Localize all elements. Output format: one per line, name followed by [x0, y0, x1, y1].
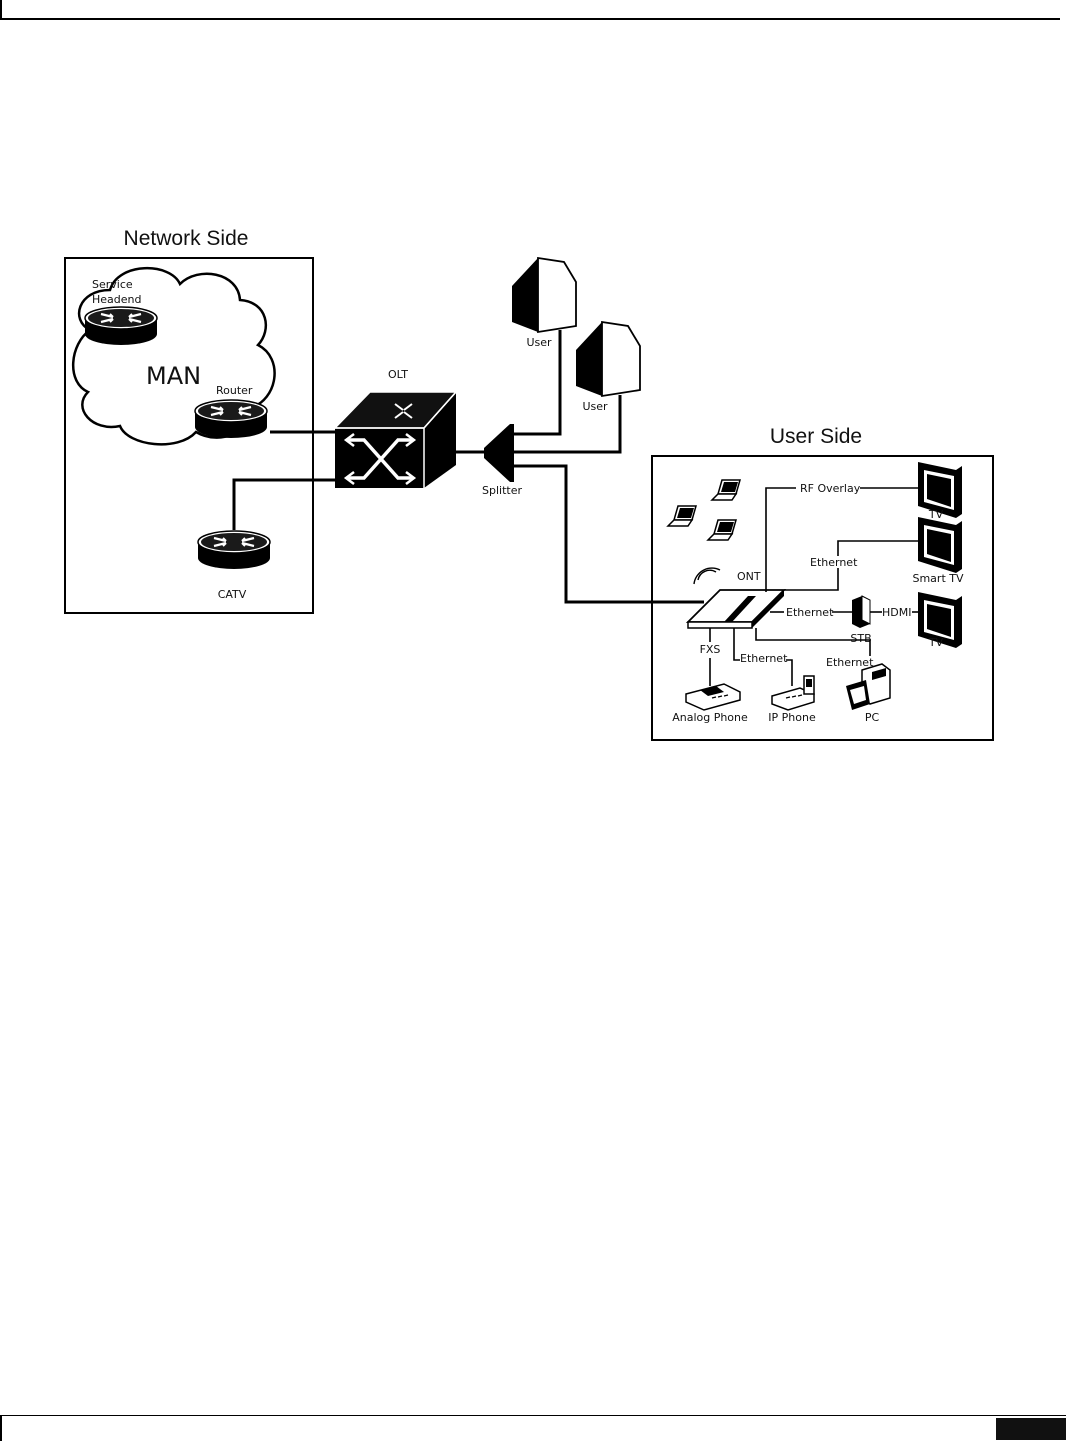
- user2-label: User: [582, 400, 608, 413]
- fxs-label: FXS: [700, 643, 721, 656]
- user1-label: User: [526, 336, 552, 349]
- tv-bottom-label: TV: [928, 636, 944, 649]
- laptop-icon: [668, 506, 696, 526]
- catv-label: CATV: [218, 588, 247, 601]
- man-label: MAN: [146, 362, 201, 390]
- rf-overlay-label: RF Overlay: [800, 482, 861, 495]
- ip-phone-label: IP Phone: [768, 711, 816, 724]
- ethernet-smart-tv-link-end: [838, 541, 918, 556]
- olt-label: OLT: [388, 368, 408, 381]
- ont-device-icon: [688, 590, 784, 628]
- ip-phone-icon: [772, 676, 814, 710]
- stb-icon: [852, 596, 870, 628]
- pc-icon: [846, 664, 890, 710]
- page-footer-rule: [0, 1415, 1066, 1441]
- smart-tv-icon: [918, 517, 962, 573]
- user-house-icon: [576, 322, 640, 396]
- service-headend-router-icon: [85, 307, 157, 345]
- ethernet-smart-tv-link: [784, 568, 838, 590]
- pc-label: PC: [865, 711, 880, 724]
- smart-tv-label: Smart TV: [912, 572, 963, 585]
- service-headend-label-line2: Headend: [92, 293, 141, 306]
- ethernet-stb-label: Ethernet: [786, 606, 834, 619]
- rf-overlay-link: [766, 488, 796, 592]
- analog-phone-icon: [686, 684, 740, 710]
- catv-router-icon: [198, 531, 270, 569]
- router-icon: [195, 400, 267, 438]
- tv-top-label: TV: [928, 508, 944, 521]
- wifi-icon: [694, 568, 720, 584]
- network-side-title: Network Side: [124, 227, 249, 250]
- ethernet-pc-label: Ethernet: [826, 656, 874, 669]
- router-label: Router: [216, 384, 253, 397]
- ethernet-ip-phone-label: Ethernet: [740, 652, 788, 665]
- ethernet-smart-tv-label: Ethernet: [810, 556, 858, 569]
- laptop-icon: [708, 520, 736, 540]
- page-number-tab: [996, 1418, 1066, 1440]
- splitter-ont-link: [514, 466, 704, 602]
- splitter-icon: [484, 424, 514, 482]
- service-headend-label-line1: Service: [92, 278, 133, 291]
- stb-label: STB: [850, 632, 871, 645]
- splitter-label: Splitter: [482, 484, 522, 497]
- laptop-icon: [712, 480, 740, 500]
- olt-switch-icon: [335, 392, 456, 488]
- ont-label: ONT: [737, 570, 761, 583]
- user-house-icon: [512, 258, 576, 332]
- user-side-title: User Side: [770, 425, 862, 448]
- analog-phone-label: Analog Phone: [672, 711, 748, 724]
- hdmi-label: HDMI: [882, 606, 911, 619]
- catv-olt-link: [234, 480, 336, 530]
